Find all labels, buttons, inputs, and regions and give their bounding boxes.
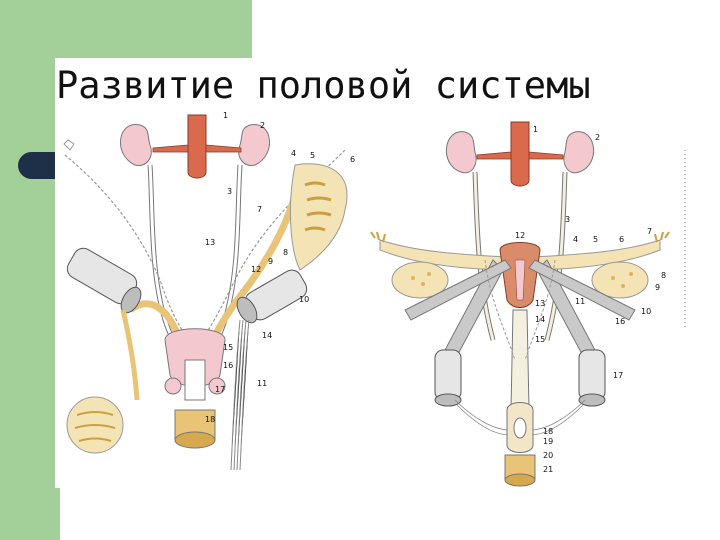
female-development-figure: 1 2 3 4 5 6 7 8 9 10 11 12 13 14 15 16 1…: [365, 110, 690, 490]
label-20: 20: [543, 451, 553, 460]
aorta: [511, 122, 529, 186]
label-2: 2: [260, 121, 265, 130]
urethra: [185, 360, 205, 400]
female-development-diagram: 1 2 3 4 5 6 7 8 9 10 11 12 13 14 15 16 1…: [365, 110, 690, 490]
label-5: 5: [593, 235, 598, 244]
left-kidney: [446, 132, 476, 173]
label-10: 10: [641, 307, 651, 316]
label-3: 3: [565, 215, 570, 224]
label-18: 18: [205, 415, 215, 424]
label-14: 14: [535, 315, 545, 324]
label-7: 7: [647, 227, 652, 236]
label-13: 13: [535, 299, 545, 308]
right-kidney: [564, 132, 594, 173]
label-1: 1: [223, 111, 228, 120]
label-5: 5: [310, 151, 315, 160]
male-development-diagram: 1 2 3 4 5 6 7 8 9 10 11 12 13 14 15 16 1…: [55, 110, 365, 488]
label-1: 1: [533, 125, 538, 134]
label-17: 17: [613, 371, 623, 380]
label-16: 16: [615, 317, 625, 326]
label-9: 9: [268, 257, 273, 266]
green-band-left: [0, 0, 55, 540]
bulbourethral-gland-left: [165, 378, 181, 394]
epididymis-right: [290, 164, 347, 270]
left-round-ligament-cylinder: [435, 350, 461, 406]
label-13: 13: [205, 238, 215, 247]
mesonephric-duct-right: [205, 170, 300, 355]
label-3: 3: [227, 187, 232, 196]
label-12: 12: [515, 231, 525, 240]
right-kidney: [239, 125, 270, 166]
left-testis-cylinder: [64, 245, 145, 316]
label-6: 6: [350, 155, 355, 164]
label-7: 7: [257, 205, 262, 214]
label-2: 2: [595, 133, 600, 142]
gubernaculum-bundle: [231, 320, 249, 470]
label-18: 18: [543, 427, 553, 436]
label-15: 15: [535, 335, 545, 344]
label-14: 14: [262, 331, 272, 340]
aorta: [188, 115, 206, 178]
label-8: 8: [661, 271, 666, 280]
left-kidney: [120, 125, 151, 166]
green-band-left-bottom: [0, 488, 60, 540]
label-19: 19: [543, 437, 553, 446]
label-10: 10: [299, 295, 309, 304]
label-11: 11: [257, 379, 267, 388]
male-development-figure: 1 2 3 4 5 6 7 8 9 10 11 12 13 14 15 16 1…: [55, 110, 365, 488]
label-17: 17: [215, 385, 225, 394]
right-round-ligament-cylinder: [579, 350, 605, 406]
label-8: 8: [283, 248, 288, 257]
label-9: 9: [655, 283, 660, 292]
label-11: 11: [575, 297, 585, 306]
fimbria-left: [64, 140, 74, 150]
vas-deferens-left: [123, 310, 137, 400]
label-4: 4: [573, 235, 578, 244]
vagina: [511, 310, 529, 410]
label-4: 4: [291, 149, 296, 158]
fimbria-left: [371, 232, 385, 242]
label-21: 21: [543, 465, 553, 474]
label-16: 16: [223, 361, 233, 370]
fimbria-right: [655, 232, 669, 242]
slide-title: Развитие половой системы: [56, 64, 591, 107]
label-6: 6: [619, 235, 624, 244]
label-15: 15: [223, 343, 233, 352]
label-12: 12: [251, 265, 261, 274]
